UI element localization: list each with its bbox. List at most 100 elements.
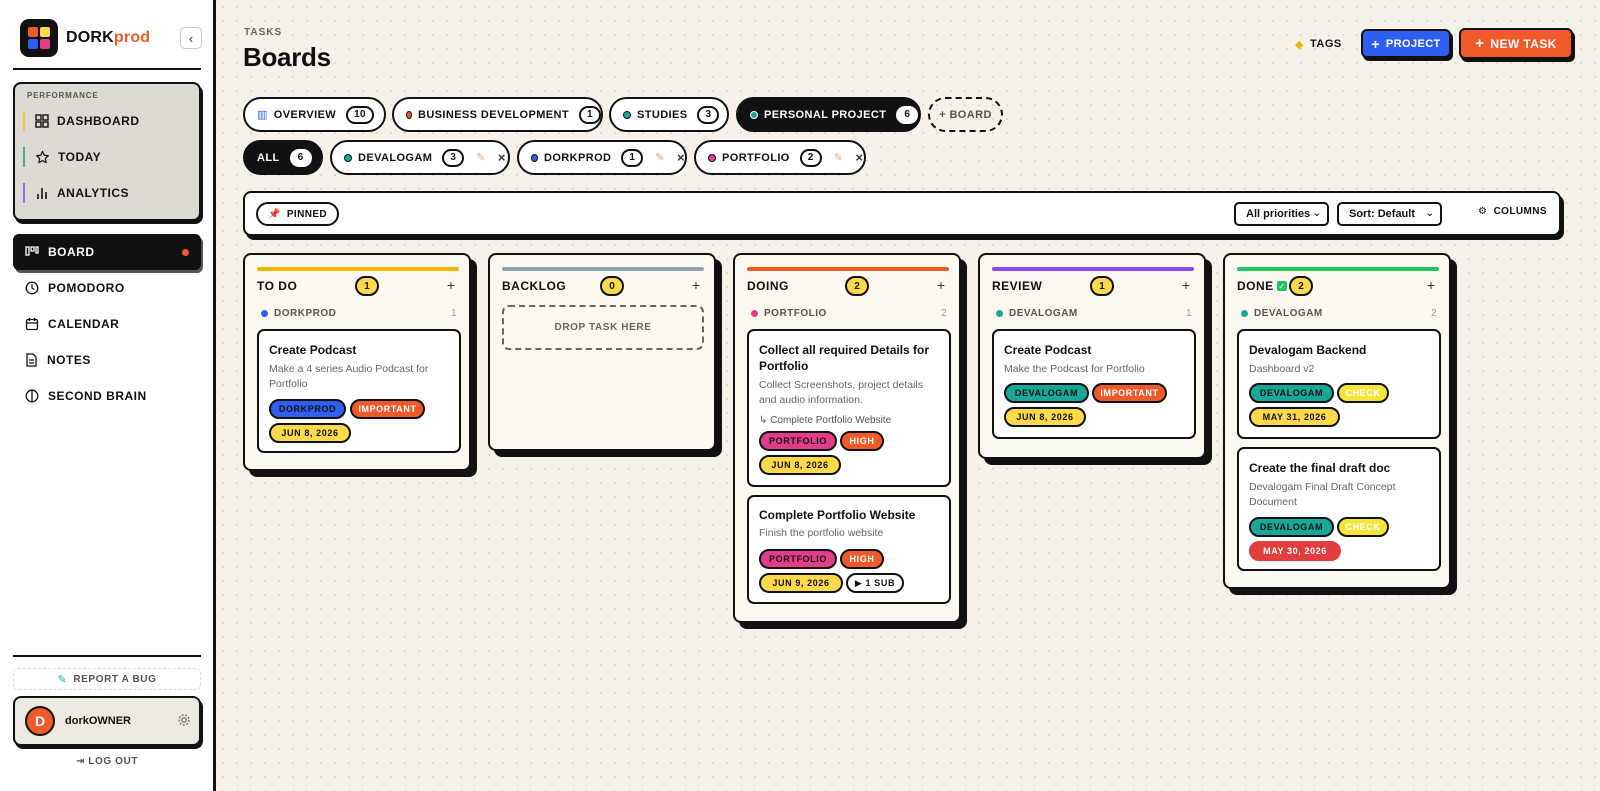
active-indicator-dot <box>182 249 189 256</box>
column-todo: TO DO 1 + DORKPROD 1 Create Podcast Make… <box>243 253 471 471</box>
task-card[interactable]: Complete Portfolio Website Finish the po… <box>747 495 951 604</box>
close-icon[interactable]: × <box>497 150 506 165</box>
sidebar-item-pomodoro[interactable]: POMODORO <box>13 270 201 306</box>
add-board-label: + BOARD <box>939 108 992 121</box>
add-task-icon[interactable]: + <box>1181 277 1190 293</box>
board-tab-business-development[interactable]: BUSINESS DEVELOPMENT 1 <box>392 97 603 132</box>
task-card[interactable]: Collect all required Details for Portfol… <box>747 329 951 487</box>
document-icon <box>26 353 37 367</box>
status-tag[interactable]: CHECK <box>1337 517 1389 537</box>
column-color-bar <box>257 267 459 271</box>
project-filter-label: ALL <box>257 151 280 164</box>
sidebar-item-second-brain[interactable]: SECOND BRAIN <box>13 378 201 414</box>
project-count: 2 <box>799 148 822 167</box>
project-tag[interactable]: DORKPROD <box>269 399 346 419</box>
task-title: Create Podcast <box>1004 343 1092 357</box>
add-task-icon[interactable]: + <box>691 277 700 293</box>
overdue-date-tag[interactable]: MAY 30, 2026 <box>1249 541 1341 561</box>
project-filter-all[interactable]: ALL 6 <box>243 140 323 175</box>
group-count: 1 <box>1185 308 1192 319</box>
column-header: REVIEW 1 + <box>992 275 1194 297</box>
column-count: 1 <box>355 276 379 296</box>
status-tag[interactable]: CHECK <box>1337 383 1389 403</box>
task-card[interactable]: Create Podcast Make the Podcast for Port… <box>992 329 1196 439</box>
pencil-icon[interactable]: ✎ <box>655 152 665 164</box>
parent-task-link[interactable]: ↳ Complete Portfolio Website <box>759 415 892 426</box>
report-bug-button[interactable]: ✎ REPORT A BUG <box>13 668 201 690</box>
group-name: DEVALOGAM <box>1009 308 1078 319</box>
board-color-dot <box>623 110 631 119</box>
pencil-icon[interactable]: ✎ <box>476 152 486 164</box>
priority-tag[interactable]: HIGH <box>840 431 884 451</box>
board-tab-overview[interactable]: ▥ OVERVIEW 10 <box>243 97 386 132</box>
tags-button[interactable]: ◆ TAGS <box>1295 33 1342 55</box>
app-logo-text: DORKprod <box>66 29 151 46</box>
sidebar-item-label: DASHBOARD <box>57 114 140 128</box>
due-date-tag[interactable]: MAY 31, 2026 <box>1249 407 1340 427</box>
add-task-icon[interactable]: + <box>446 277 455 293</box>
priority-select[interactable]: All priorities ⌄ <box>1234 202 1329 226</box>
project-filter-dorkprod[interactable]: DORKPROD 1 ✎ × <box>517 140 687 175</box>
project-tag[interactable]: PORTFOLIO <box>759 431 837 451</box>
avatar: D <box>25 706 55 736</box>
due-date-tag[interactable]: JUN 8, 2026 <box>269 423 351 443</box>
pinned-label: PINNED <box>286 208 328 220</box>
group-count: 2 <box>940 308 947 319</box>
user-card[interactable]: D dorkOWNER <box>13 696 201 746</box>
group-count: 1 <box>450 308 457 319</box>
sidebar-item-notes[interactable]: NOTES <box>13 342 201 378</box>
new-task-button[interactable]: + NEW TASK <box>1459 28 1573 59</box>
project-tag[interactable]: DEVALOGAM <box>1004 383 1089 403</box>
sidebar-item-board[interactable]: BOARD <box>13 234 201 270</box>
board-tab-studies[interactable]: STUDIES 3 <box>609 97 729 132</box>
logout-button[interactable]: ⇥ LOG OUT <box>13 756 201 767</box>
column-header: BACKLOG 0 + <box>502 275 704 297</box>
priority-tag[interactable]: IMPORTANT <box>1092 383 1167 403</box>
dashboard-grid-icon <box>35 114 49 128</box>
task-title: Create the final draft doc <box>1249 461 1391 475</box>
close-icon[interactable]: × <box>855 150 864 165</box>
add-project-button[interactable]: + PROJECT <box>1361 29 1451 58</box>
project-filter-devalogam[interactable]: DEVALOGAM 3 ✎ × <box>330 140 510 175</box>
sort-select[interactable]: Sort: Default ⌄ <box>1337 202 1442 226</box>
due-date-tag[interactable]: JUN 9, 2026 <box>759 573 843 593</box>
column-header: TO DO 1 + <box>257 275 459 297</box>
project-filter-portfolio[interactable]: PORTFOLIO 2 ✎ × <box>694 140 866 175</box>
columns-button[interactable]: ⚙ COLUMNS <box>1478 206 1547 217</box>
due-date-tag[interactable]: JUN 8, 2026 <box>1004 407 1086 427</box>
sidebar-item-calendar[interactable]: CALENDAR <box>13 306 201 342</box>
add-task-icon[interactable]: + <box>1426 277 1435 293</box>
add-task-icon[interactable]: + <box>936 277 945 293</box>
sidebar-item-label: NOTES <box>47 353 91 367</box>
close-icon[interactable]: × <box>677 150 685 165</box>
task-description: Make the Podcast for Portfolio <box>1004 363 1145 375</box>
collapse-sidebar-button[interactable]: ‹ <box>180 27 202 49</box>
logout-icon: ⇥ <box>75 756 89 767</box>
due-date-tag[interactable]: JUN 8, 2026 <box>759 455 841 475</box>
task-card[interactable]: Create Podcast Make a 4 series Audio Pod… <box>257 329 461 453</box>
add-board-button[interactable]: + BOARD <box>928 97 1003 132</box>
project-tag[interactable]: DEVALOGAM <box>1249 383 1334 403</box>
sidebar-item-analytics[interactable]: ANALYTICS <box>23 178 193 208</box>
chart-icon: ▥ <box>257 109 268 121</box>
board-tab-personal-project[interactable]: PERSONAL PROJECT 6 <box>736 97 921 132</box>
board-count: 10 <box>346 105 375 124</box>
gear-icon[interactable] <box>177 713 191 727</box>
task-description: Collect Screenshots, project details and… <box>759 379 923 406</box>
chevron-down-icon: ⌄ <box>1312 208 1321 219</box>
tags-label: TAGS <box>1309 38 1342 50</box>
task-card[interactable]: Devalogam Backend Dashboard v2 DEVALOGAM… <box>1237 329 1441 439</box>
pencil-icon[interactable]: ✎ <box>833 152 844 164</box>
priority-tag[interactable]: IMPORTANT <box>350 399 425 419</box>
drop-zone[interactable]: DROP TASK HERE <box>502 305 704 350</box>
subtasks-toggle[interactable]: ▶ 1 SUB <box>846 573 904 593</box>
column-color-bar <box>502 267 704 271</box>
sidebar-item-today[interactable]: TODAY <box>23 142 193 172</box>
project-tag[interactable]: DEVALOGAM <box>1249 517 1334 537</box>
sidebar-item-dashboard[interactable]: DASHBOARD <box>23 106 193 136</box>
pinned-filter-button[interactable]: 📌 PINNED <box>256 202 340 226</box>
priority-select-value: All priorities <box>1246 208 1311 220</box>
task-card[interactable]: Create the final draft doc Devalogam Fin… <box>1237 447 1441 571</box>
priority-tag[interactable]: HIGH <box>840 549 884 569</box>
project-tag[interactable]: PORTFOLIO <box>759 549 837 569</box>
